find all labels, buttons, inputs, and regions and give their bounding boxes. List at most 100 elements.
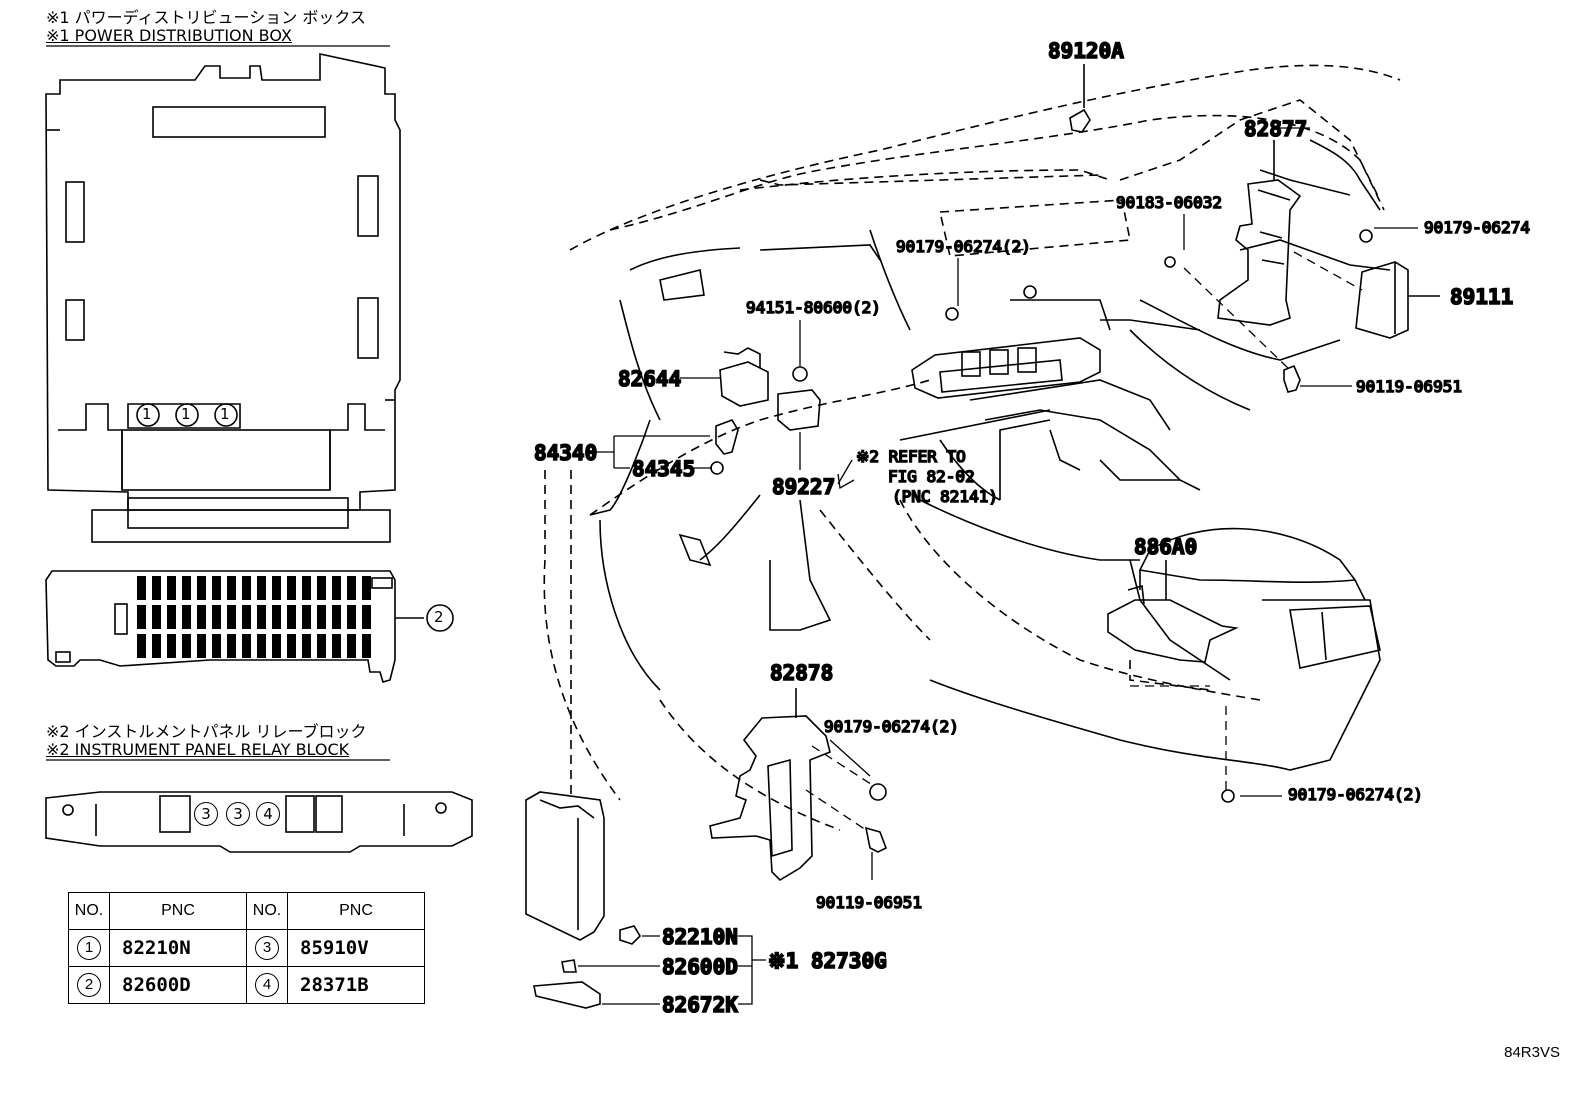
relay-grid-cell bbox=[242, 634, 251, 658]
table-cell-pnc: 85910V bbox=[287, 929, 425, 967]
relay-grid-cell bbox=[227, 605, 236, 629]
part-label-90179-06274-2-c: 90179-06274(2) bbox=[1288, 785, 1423, 804]
relay-grid-cell bbox=[287, 576, 296, 600]
relay-grid-cell bbox=[257, 576, 266, 600]
refer-line-3: (PNC 82141) bbox=[892, 487, 998, 506]
part-label-82672K: 82672K bbox=[662, 993, 738, 1017]
module-89111-drawing bbox=[1355, 261, 1440, 339]
relay-grid-cell bbox=[362, 576, 371, 600]
relay-grid-cell bbox=[212, 605, 221, 629]
marker-3b: 3 bbox=[226, 802, 250, 826]
refer-line-1: ※2 REFER TO bbox=[856, 447, 966, 466]
refer-line-2: FIG 82-02 bbox=[888, 467, 975, 486]
relay-grid-cell bbox=[137, 634, 146, 658]
relay-grid-cell bbox=[257, 605, 266, 629]
relay-grid-cell bbox=[197, 605, 206, 629]
lower-console-dashes bbox=[543, 470, 1261, 831]
relay-grid-cell bbox=[257, 634, 266, 658]
bracket-82877-drawing bbox=[1217, 140, 1302, 326]
fasteners bbox=[710, 229, 1373, 853]
marker-2: 2 bbox=[434, 608, 444, 626]
clip-89120A-drawing bbox=[1069, 64, 1091, 133]
table-header-pnc-b: PNC bbox=[287, 892, 425, 930]
table-cell-pnc: 82600D bbox=[109, 966, 247, 1004]
circle-marker-1 bbox=[136, 403, 238, 427]
marker-1a: 1 bbox=[142, 405, 152, 423]
bracket-82644-drawing bbox=[715, 347, 821, 455]
relay-grid-cell bbox=[152, 605, 161, 629]
relay-grid-cell bbox=[197, 576, 206, 600]
marker-1b: 1 bbox=[181, 405, 191, 423]
power-distribution-box-drawing bbox=[45, 53, 401, 543]
relay-grid bbox=[137, 576, 371, 658]
box2-heading-en: ※2 INSTRUMENT PANEL RELAY BLOCK bbox=[46, 740, 350, 759]
table-header-pnc-a: PNC bbox=[109, 892, 247, 930]
part-label-89120A: 89120A bbox=[1048, 39, 1124, 63]
pnc-table: NO. PNC NO. PNC 1 82210N 3 85910V 2 8260… bbox=[68, 892, 425, 1004]
table-cell-pnc: 82210N bbox=[109, 929, 247, 967]
part-label-89111: 89111 bbox=[1450, 285, 1513, 309]
relay-grid-cell bbox=[182, 605, 191, 629]
relay-grid-cell bbox=[347, 576, 356, 600]
part-label-90179-06274-2-b: 90179-06274(2) bbox=[824, 717, 959, 736]
part-label-90119-06951-b: 90119-06951 bbox=[816, 893, 922, 912]
part-label-82644: 82644 bbox=[618, 367, 681, 391]
relay-grid-cell bbox=[272, 605, 281, 629]
relay-grid-cell bbox=[167, 576, 176, 600]
table-row: 1 82210N 3 85910V bbox=[68, 929, 425, 967]
relay-grid-cell bbox=[362, 634, 371, 658]
part-label-82878: 82878 bbox=[770, 661, 833, 685]
marker-4: 4 bbox=[256, 802, 280, 826]
relay-grid-cell bbox=[317, 634, 326, 658]
power-distribution-box-side-drawing bbox=[45, 570, 396, 683]
dashboard-solid bbox=[589, 139, 1391, 771]
relay-grid-cell bbox=[302, 576, 311, 600]
relay-grid-cell bbox=[182, 576, 191, 600]
relay-grid-cell bbox=[152, 576, 161, 600]
relay-grid-cell bbox=[302, 605, 311, 629]
relay-block-drawing bbox=[45, 791, 473, 853]
box1-heading-en: ※1 POWER DISTRIBUTION BOX bbox=[46, 26, 292, 45]
relay-grid-cell bbox=[227, 576, 236, 600]
table-header-no-b: NO. bbox=[246, 892, 288, 930]
relay-grid-cell bbox=[167, 605, 176, 629]
leader-lines bbox=[578, 127, 1418, 1005]
part-label-84340: 84340 bbox=[534, 441, 597, 465]
table-row: 2 82600D 4 28371B bbox=[68, 966, 425, 1004]
part-label-90183-06032: 90183-06032 bbox=[1116, 193, 1222, 212]
part-886A0-drawing bbox=[1107, 560, 1239, 663]
box1-heading-jp: ※1 パワーディストリビューション ボックス bbox=[46, 8, 366, 27]
part-label-90119-06951-a: 90119-06951 bbox=[1356, 377, 1462, 396]
relay-grid-cell bbox=[137, 605, 146, 629]
table-row-marker: 1 bbox=[77, 936, 101, 960]
part-label-82210N: 82210N bbox=[662, 925, 738, 949]
dashboard-drawing bbox=[569, 64, 1401, 516]
relay-grid-cell bbox=[347, 634, 356, 658]
relay-grid-cell bbox=[182, 634, 191, 658]
relay-grid-cell bbox=[332, 634, 341, 658]
relay-grid-cell bbox=[287, 634, 296, 658]
relay-grid-cell bbox=[152, 634, 161, 658]
relay-grid-cell bbox=[197, 634, 206, 658]
center-module-drawing bbox=[911, 285, 1101, 399]
relay-grid-cell bbox=[362, 605, 371, 629]
marker-3a: 3 bbox=[194, 802, 218, 826]
relay-grid-cell bbox=[332, 576, 341, 600]
relay-grid-cell bbox=[227, 634, 236, 658]
table-cell-pnc: 28371B bbox=[287, 966, 425, 1004]
relay-grid-cell bbox=[242, 576, 251, 600]
bracket-82878-drawing bbox=[709, 688, 831, 882]
table-row-marker: 4 bbox=[255, 973, 279, 997]
relay-grid-cell bbox=[167, 634, 176, 658]
box2-heading-jp: ※2 インストルメントパネル リレーブロック bbox=[46, 722, 367, 741]
part-label-84345: 84345 bbox=[632, 457, 695, 481]
relay-grid-cell bbox=[137, 576, 146, 600]
relay-grid-cell bbox=[287, 605, 296, 629]
part-label-82730G: ※1 82730G bbox=[768, 949, 887, 973]
part-label-90179-06274-top: 90179-06274 bbox=[1424, 218, 1530, 237]
figure-code: 84R3VS bbox=[1504, 1044, 1560, 1061]
relay-grid-cell bbox=[212, 576, 221, 600]
relay-grid-cell bbox=[212, 634, 221, 658]
table-row-marker: 2 bbox=[77, 973, 101, 997]
relay-grid-cell bbox=[332, 605, 341, 629]
